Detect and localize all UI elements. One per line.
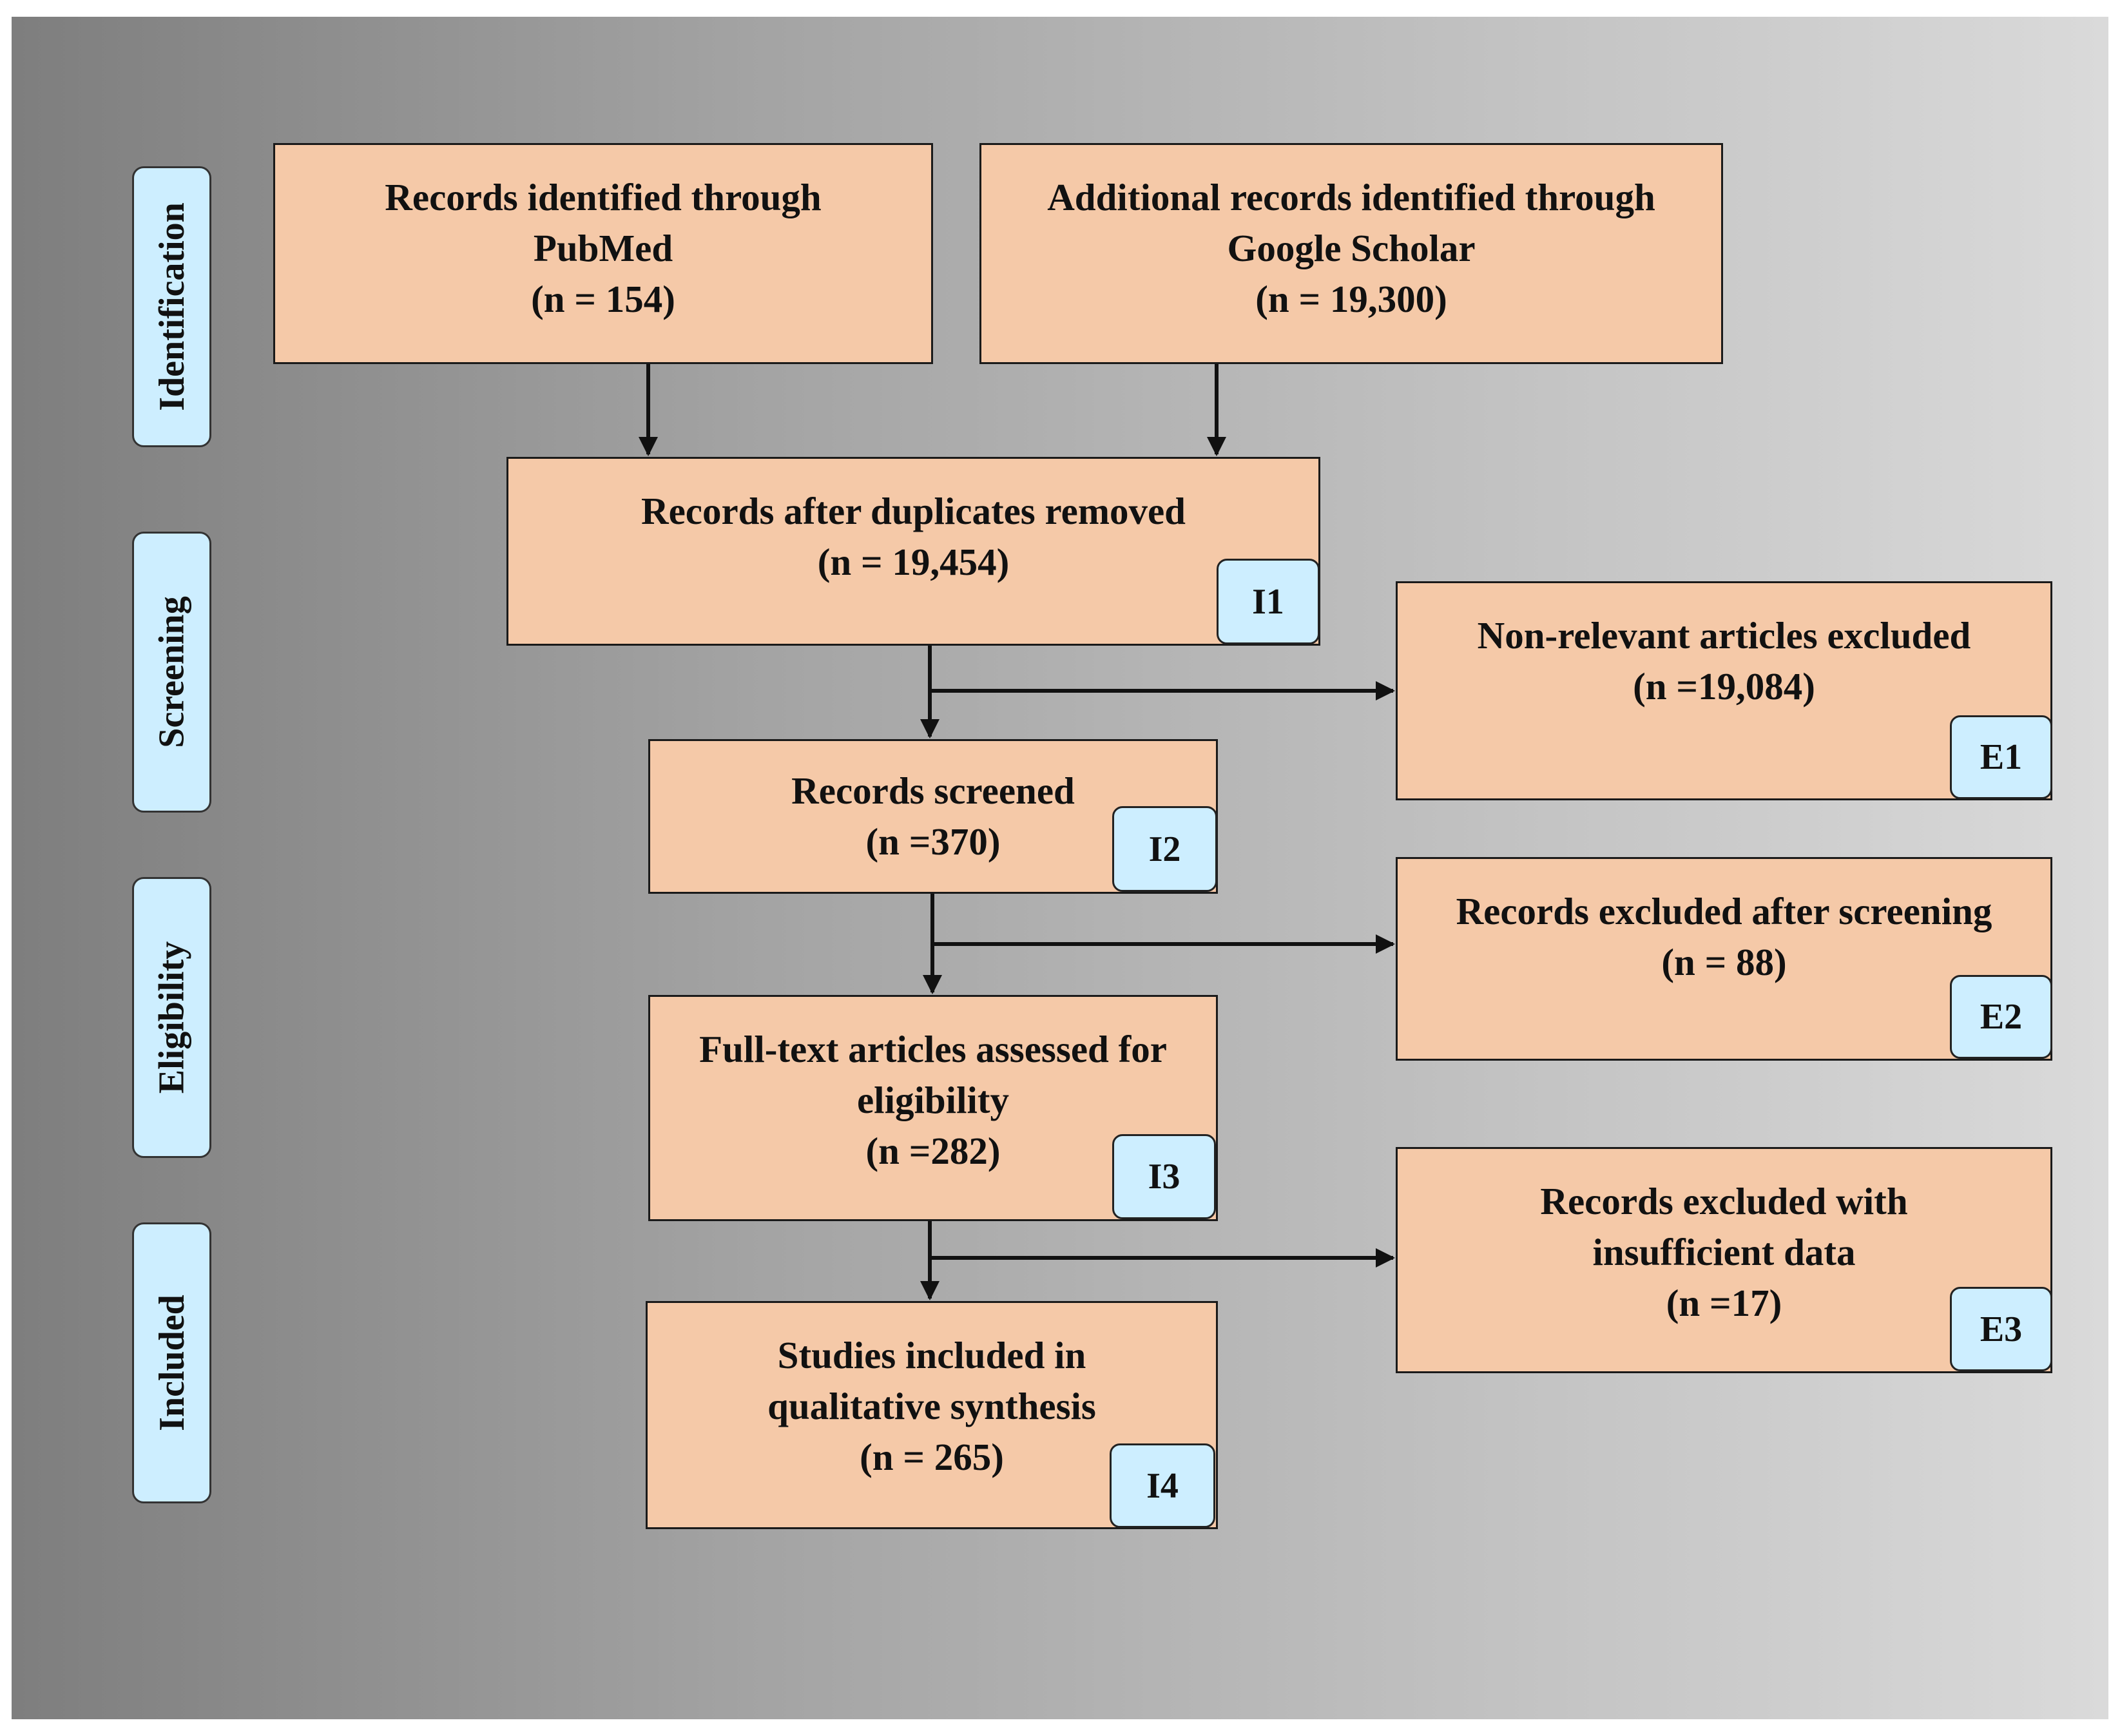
box-google-scholar: Additional records identified through Go… — [979, 143, 1723, 364]
box-text-line: qualitative synthesis — [767, 1385, 1096, 1427]
stage-identification: Identification — [132, 166, 211, 447]
box-text-line: Records excluded with — [1540, 1180, 1908, 1222]
box-non-relevant-excluded: Non-relevant articles excluded (n =19,08… — [1396, 581, 2052, 800]
box-text-line: Google Scholar — [1227, 227, 1476, 269]
box-text-line: Studies included in — [777, 1334, 1086, 1376]
box-text-line: Records screened — [791, 769, 1075, 812]
tag-i4: I4 — [1110, 1443, 1215, 1528]
box-text-line: eligibility — [857, 1079, 1009, 1121]
box-full-text-assessed: Full-text articles assessed for eligibil… — [648, 995, 1218, 1221]
tag-i2: I2 — [1112, 806, 1217, 892]
tag-i3: I3 — [1112, 1134, 1216, 1219]
box-text-line: Records identified through — [385, 176, 822, 218]
tag-e2: E2 — [1950, 975, 2052, 1059]
box-excluded-after-screening: Records excluded after screening (n = 88… — [1396, 857, 2052, 1061]
box-insufficient-data: Records excluded with insufficient data … — [1396, 1147, 2052, 1373]
box-count: (n = 265) — [860, 1436, 1004, 1478]
box-text-line: PubMed — [533, 227, 673, 269]
box-text-line: Full-text articles assessed for — [699, 1028, 1167, 1070]
tag-i1: I1 — [1217, 559, 1320, 644]
box-after-duplicates: Records after duplicates removed (n = 19… — [506, 457, 1320, 646]
box-count: (n = 19,300) — [1255, 278, 1447, 320]
box-count: (n = 154) — [531, 278, 675, 320]
tag-e1: E1 — [1950, 715, 2052, 799]
box-count: (n = 88) — [1661, 941, 1787, 983]
box-text-line: Records excluded after screening — [1456, 890, 1992, 932]
box-count: (n =282) — [865, 1130, 1001, 1172]
box-text-line: Records after duplicates removed — [641, 490, 1186, 532]
box-count: (n = 19,454) — [817, 541, 1010, 583]
box-count: (n =370) — [865, 820, 1001, 863]
stage-eligibility: Eligibility — [132, 877, 211, 1158]
box-count: (n =17) — [1666, 1282, 1782, 1324]
stage-included: Included — [132, 1222, 211, 1503]
box-count: (n =19,084) — [1633, 665, 1815, 708]
box-text-line: insufficient data — [1592, 1231, 1856, 1273]
box-text-line: Non-relevant articles excluded — [1477, 614, 1971, 657]
box-text-line: Additional records identified through — [1047, 176, 1655, 218]
stage-screening: Screening — [132, 532, 211, 813]
box-pubmed: Records identified through PubMed (n = 1… — [273, 143, 933, 364]
tag-e3: E3 — [1950, 1287, 2052, 1371]
